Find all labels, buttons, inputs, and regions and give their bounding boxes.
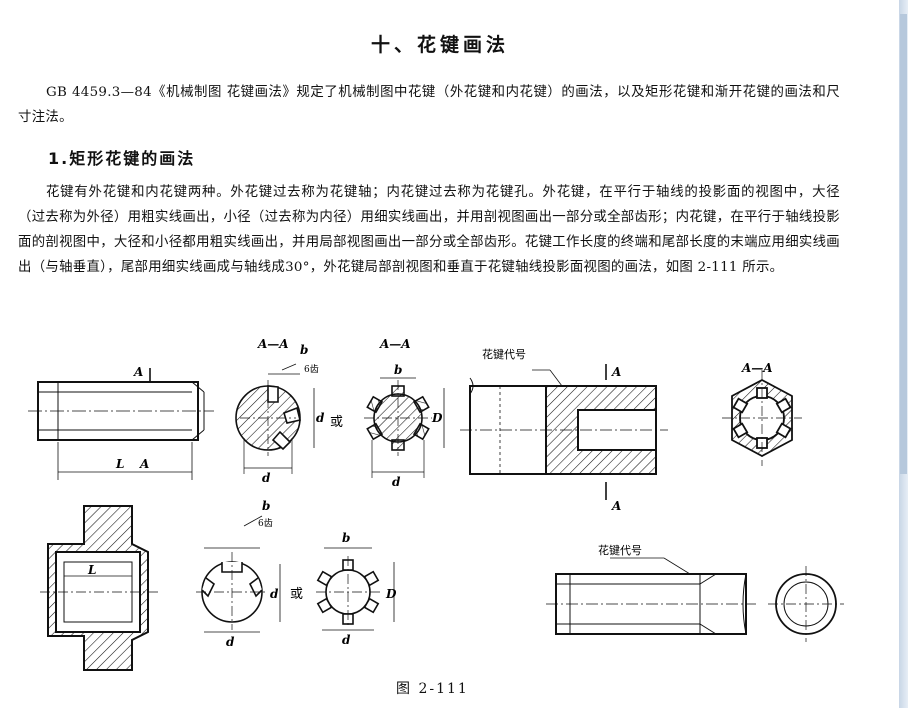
section-label-a2: A — [139, 457, 149, 471]
dim-label-D-4: D — [385, 587, 397, 601]
dim-label-b-4: b — [342, 531, 350, 545]
section-aa-full-teeth — [364, 377, 445, 478]
scrollbar[interactable] — [899, 0, 908, 708]
dim-label-d-1: d — [262, 471, 271, 485]
dim-label-b-2: b — [394, 363, 402, 377]
section-label-a1: A — [133, 365, 143, 379]
or-word-1: 或 — [330, 415, 343, 430]
page-title: 十、花键画法 — [370, 34, 509, 56]
teeth-count-1: 6齿 — [304, 364, 319, 375]
dim-label-D-2: D — [431, 411, 443, 425]
external-spline-side-view — [28, 368, 214, 480]
internal-spline-end-view — [722, 370, 802, 466]
teeth-count-2: 6齿 — [258, 518, 273, 529]
section-heading: 1.矩形花键的画法 — [48, 149, 196, 168]
section-label-aa-3: A—A — [741, 361, 773, 375]
intro-paragraph: GB 4459.3—84《机械制图 花键画法》规定了机械制图中花键（外花键和内花… — [18, 85, 840, 125]
spline-drawing-figure: A L A A—A b 6齿 d d 或 — [28, 337, 844, 671]
spline-code-label-1: 花键代号 — [482, 347, 526, 361]
figure-caption: 图 2-111 — [396, 681, 469, 697]
end-view-partial-teeth — [196, 515, 281, 633]
end-view-full-teeth — [316, 547, 395, 631]
section-label-aa-2: A—A — [379, 337, 411, 351]
section-label-a3: A — [611, 365, 621, 379]
section-aa-partial-teeth — [235, 363, 315, 474]
dim-label-d-3: d — [226, 635, 235, 649]
dim-label-d-4: d — [342, 633, 351, 647]
scrollbar-thumb[interactable] — [900, 14, 907, 474]
dim-label-d-2: d — [392, 475, 401, 489]
or-word-2: 或 — [290, 587, 303, 602]
external-spline-end-view — [768, 566, 844, 642]
spline-code-label-2: 花键代号 — [598, 543, 642, 557]
dim-label-d-3b: d — [270, 587, 279, 601]
dim-label-L1: L — [115, 457, 124, 471]
dim-label-d-1b: d — [316, 411, 325, 425]
dim-label-b-3: b — [262, 499, 270, 513]
body-paragraph: 花键有外花键和内花键两种。外花键过去称为花键轴；内花键过去称为花键孔。外花键，在… — [18, 185, 840, 275]
dim-label-L2: L — [87, 563, 96, 577]
external-spline-side-view-2 — [546, 557, 756, 635]
section-label-aa-1: A—A — [257, 337, 289, 351]
internal-spline-hub-section — [40, 505, 158, 671]
section-label-a4: A — [611, 499, 621, 513]
dim-label-b-1: b — [300, 343, 308, 357]
internal-spline-section-view — [460, 364, 668, 500]
